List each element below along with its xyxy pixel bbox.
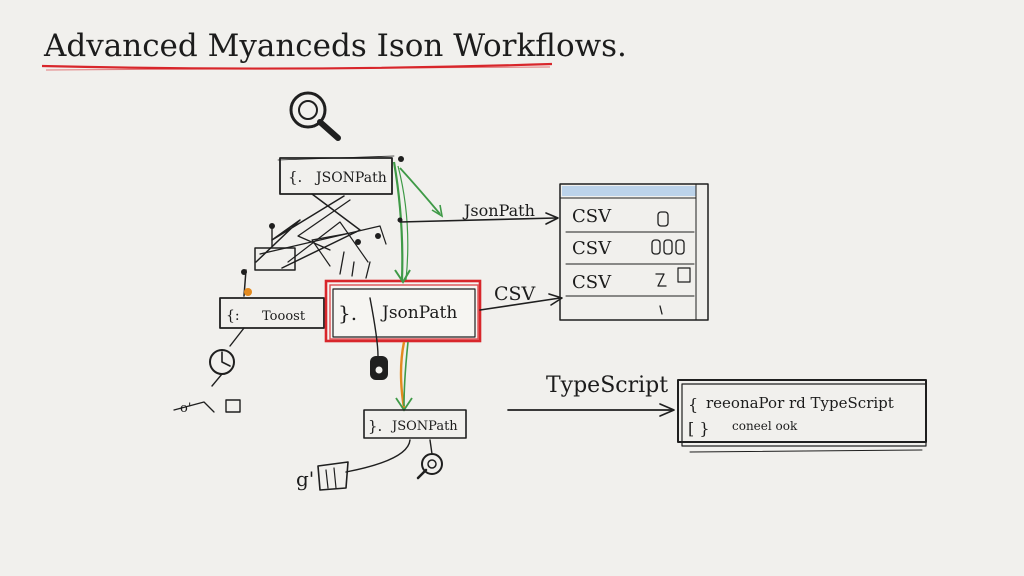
bottom-outputs: g' bbox=[296, 439, 443, 491]
title-underline-2 bbox=[45, 66, 551, 71]
arrow-to-csv-panel-center: CSV bbox=[479, 283, 563, 311]
csv-row: CSV bbox=[572, 238, 612, 259]
arrow-top-label: JsonPath bbox=[462, 201, 535, 220]
panel-header bbox=[562, 186, 696, 196]
svg-text:}.: }. bbox=[368, 417, 382, 435]
orange-arrow bbox=[399, 341, 406, 409]
csv-panel: CSV CSV CSV bbox=[559, 183, 709, 321]
svg-text:}.: }. bbox=[338, 301, 357, 325]
small-box-icon bbox=[677, 267, 691, 283]
arrow-to-csv-panel-top: JsonPath bbox=[397, 201, 559, 225]
green-arrow bbox=[392, 161, 444, 284]
csv-row: CSV bbox=[572, 272, 612, 293]
node-jsonpath-top: {. JSONPath bbox=[277, 155, 404, 195]
bucket-icon bbox=[317, 461, 349, 491]
tangled-connectors bbox=[241, 193, 387, 297]
svg-text:o': o' bbox=[180, 401, 191, 416]
node-tooost-left: {: Tooost bbox=[219, 297, 325, 329]
typescript-arrow: TypeScript bbox=[507, 373, 675, 417]
svg-text:{:: {: bbox=[226, 308, 240, 324]
node-bottom-label: JSONPath bbox=[390, 419, 458, 434]
row-checkbox-icon bbox=[651, 239, 661, 255]
node-center-label: JsonPath bbox=[380, 303, 457, 323]
center-branch bbox=[369, 297, 413, 412]
svg-text:{: { bbox=[688, 395, 698, 414]
svg-text:{.: {. bbox=[288, 168, 302, 186]
node-top-label: JSONPath bbox=[314, 170, 387, 186]
svg-text:[ }: [ } bbox=[688, 419, 710, 438]
svg-text:g': g' bbox=[296, 467, 314, 491]
typescript-box: { reeonaPor rd TypeScript [ } coneel ook bbox=[677, 379, 927, 453]
left-branch: o' bbox=[173, 327, 245, 416]
ts-line-1: reeonaPor rd TypeScript bbox=[706, 394, 894, 412]
clock-icon bbox=[221, 351, 231, 367]
diagram-title: Advanced Myanceds Ison Workflows. bbox=[43, 28, 627, 64]
row-checkbox-icon bbox=[657, 211, 669, 227]
row-glyph-icon bbox=[655, 273, 667, 287]
typescript-label: TypeScript bbox=[546, 373, 668, 398]
search-icon bbox=[421, 453, 443, 475]
node-left-label: Tooost bbox=[262, 309, 306, 324]
node-jsonpath-bottom: }. JSONPath bbox=[363, 409, 467, 439]
ts-line-2: coneel ook bbox=[732, 419, 798, 433]
arrow-center-label: CSV bbox=[494, 283, 536, 305]
csv-row: CSV bbox=[572, 206, 612, 227]
node-jsonpath-center: }. JsonPath bbox=[324, 279, 482, 343]
magnifier-icon bbox=[289, 91, 341, 141]
